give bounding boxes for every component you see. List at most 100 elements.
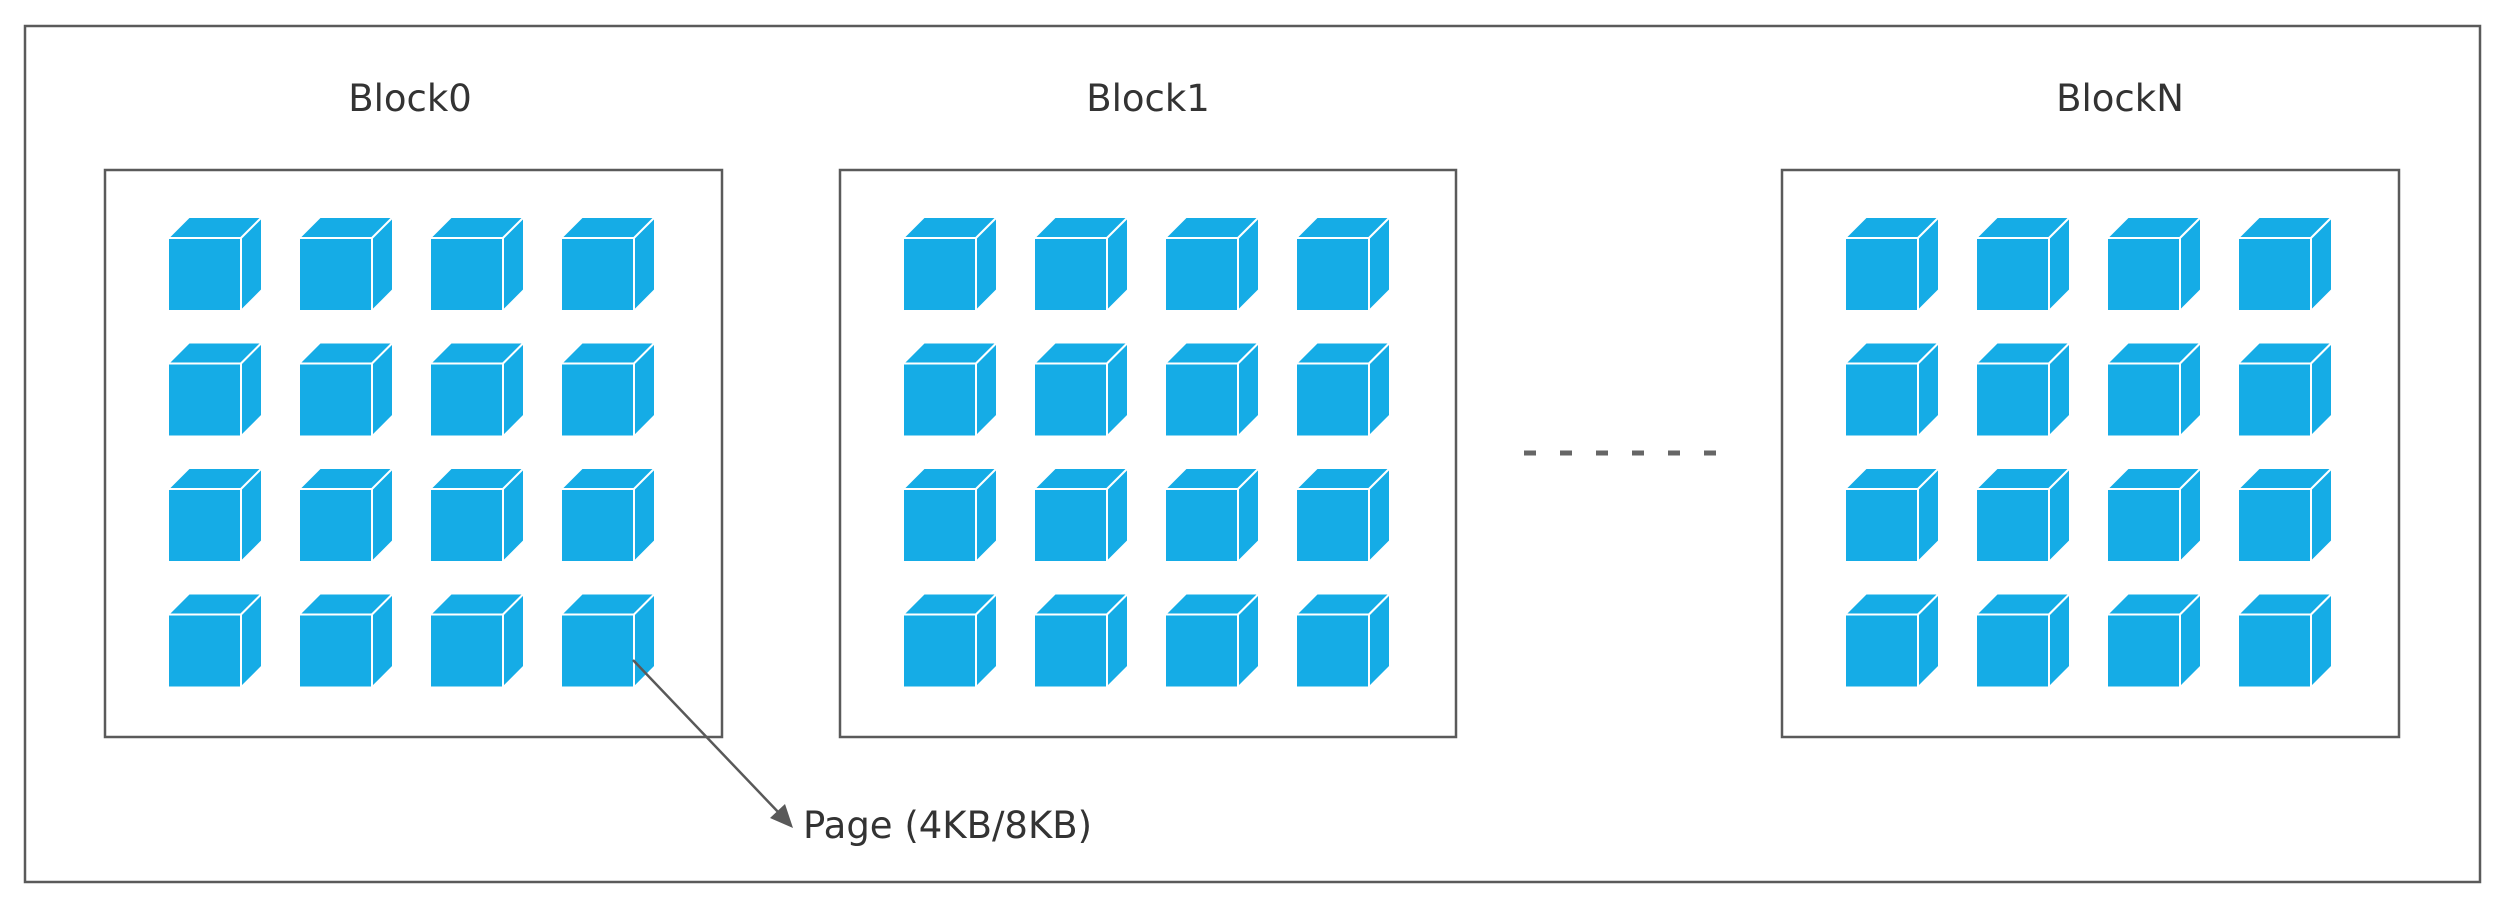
page-cube-icon — [1162, 340, 1262, 439]
cube-front-face — [1164, 613, 1239, 689]
page-cube-icon — [1973, 214, 2073, 314]
cube-front-face — [429, 237, 504, 312]
page-callout: Page (4KB/8KB) — [632, 659, 1092, 847]
cube-side-face — [1917, 591, 1940, 690]
cube-side-face — [371, 214, 394, 314]
page-cube-icon — [1973, 591, 2073, 690]
cube-front-face — [2237, 488, 2312, 563]
page-cube-icon — [1162, 465, 1262, 565]
page-cube-icon — [1842, 591, 1942, 690]
page-cube-icon — [165, 465, 265, 565]
page-cube-icon — [558, 340, 658, 439]
cube-front-face — [1295, 362, 1370, 438]
cube-side-face — [1368, 214, 1391, 314]
cube-front-face — [1033, 237, 1108, 312]
cube-side-face — [240, 465, 263, 565]
block-n: BlockN — [1780, 77, 2401, 739]
cube-front-face — [1033, 362, 1108, 438]
page-cube-icon — [900, 591, 1000, 690]
cube-front-face — [1975, 237, 2050, 312]
cube-side-face — [1106, 340, 1129, 439]
page-cube-icon — [1162, 214, 1262, 314]
cube-side-face — [1368, 340, 1391, 439]
page-cube-icon — [165, 591, 265, 690]
cube-side-face — [975, 340, 998, 439]
cube-side-face — [1106, 214, 1129, 314]
block-n-page-grid — [1842, 214, 2335, 690]
block-1: Block1 — [838, 77, 1458, 739]
cube-front-face — [2237, 613, 2312, 689]
cube-side-face — [502, 214, 525, 314]
cube-side-face — [1237, 465, 1260, 565]
cube-side-face — [633, 591, 656, 690]
cube-side-face — [2048, 214, 2071, 314]
page-cube-icon — [165, 340, 265, 439]
page-cube-icon — [427, 465, 527, 565]
cube-front-face — [298, 362, 373, 438]
cube-side-face — [502, 340, 525, 439]
cube-side-face — [2310, 340, 2333, 439]
cube-front-face — [167, 488, 242, 563]
cube-front-face — [902, 613, 977, 689]
page-cube-icon — [1031, 591, 1131, 690]
cube-side-face — [240, 214, 263, 314]
page-cube-icon — [296, 591, 396, 690]
page-cube-icon — [900, 465, 1000, 565]
cube-front-face — [2237, 237, 2312, 312]
cube-front-face — [167, 362, 242, 438]
page-cube-icon — [1842, 465, 1942, 565]
callout-arrowhead — [770, 804, 793, 828]
page-cube-icon — [558, 465, 658, 565]
page-cube-icon — [558, 591, 658, 690]
cube-front-face — [1295, 488, 1370, 563]
page-cube-icon — [296, 340, 396, 439]
page-cube-icon — [296, 465, 396, 565]
cube-front-face — [1975, 613, 2050, 689]
page-cube-icon — [1293, 465, 1393, 565]
page-cube-icon — [900, 214, 1000, 314]
cube-side-face — [1106, 465, 1129, 565]
page-cube-icon — [2104, 465, 2204, 565]
cube-side-face — [2048, 340, 2071, 439]
block-n-title: BlockN — [2056, 77, 2184, 120]
cube-front-face — [560, 488, 635, 563]
cube-side-face — [240, 340, 263, 439]
page-cube-icon — [165, 214, 265, 314]
cube-front-face — [2106, 488, 2181, 563]
block-0: Block0 — [103, 77, 724, 739]
page-cube-icon — [427, 340, 527, 439]
page-cube-icon — [2104, 214, 2204, 314]
cube-front-face — [560, 613, 635, 689]
page-cube-icon — [2235, 340, 2335, 439]
cube-front-face — [1033, 488, 1108, 563]
cube-side-face — [1237, 214, 1260, 314]
cube-side-face — [633, 465, 656, 565]
cube-side-face — [371, 465, 394, 565]
cube-front-face — [1844, 613, 1919, 689]
page-cube-icon — [1031, 214, 1131, 314]
page-cube-icon — [1973, 465, 2073, 565]
page-size-label: Page (4KB/8KB) — [803, 804, 1092, 847]
cube-side-face — [633, 214, 656, 314]
block-1-page-grid — [900, 214, 1393, 690]
cube-side-face — [371, 591, 394, 690]
cube-side-face — [2048, 591, 2071, 690]
cube-side-face — [633, 340, 656, 439]
page-cube-icon — [1293, 214, 1393, 314]
cube-front-face — [298, 237, 373, 312]
cube-side-face — [502, 465, 525, 565]
cube-front-face — [2237, 362, 2312, 438]
cube-front-face — [1844, 362, 1919, 438]
cube-side-face — [1237, 591, 1260, 690]
cube-side-face — [1237, 340, 1260, 439]
cube-front-face — [2106, 237, 2181, 312]
cube-front-face — [902, 488, 977, 563]
cube-side-face — [240, 591, 263, 690]
block-0-page-grid — [165, 214, 658, 690]
cube-front-face — [1844, 237, 1919, 312]
page-cube-icon — [1162, 591, 1262, 690]
cube-side-face — [371, 340, 394, 439]
cube-front-face — [560, 237, 635, 312]
page-cube-icon — [2235, 465, 2335, 565]
